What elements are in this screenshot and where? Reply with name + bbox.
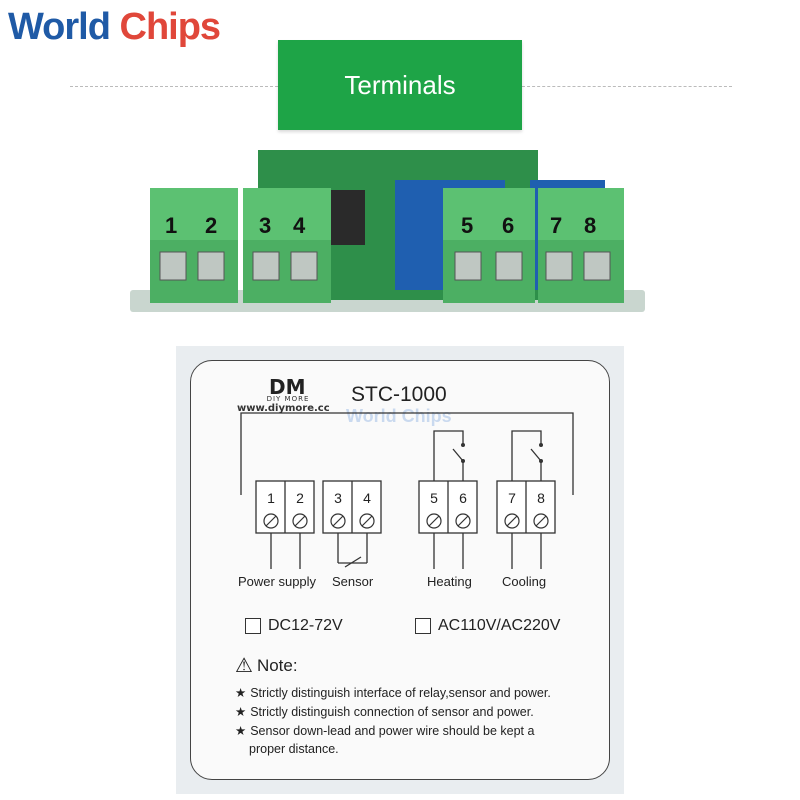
diymore-url: www.diymore.cc	[237, 403, 330, 414]
board-terminal-7: 7	[550, 213, 562, 238]
label-terminal-6: 6	[459, 490, 467, 506]
wiring-label-card: DM DIY MORE www.diymore.cc STC-1000 Worl…	[176, 346, 624, 794]
brand-word-world: World	[8, 6, 111, 48]
note-text-2: Strictly distinguish connection of senso…	[250, 705, 534, 719]
terminal-block-3-4	[243, 188, 331, 303]
label-terminal-4: 4	[363, 490, 371, 506]
model-name: STC-1000	[351, 383, 447, 406]
note-item-3: ★Sensor down-lead and power wire should …	[235, 723, 534, 740]
group-heating: Heating	[427, 574, 472, 589]
divider-left	[70, 86, 278, 87]
divider-right	[522, 86, 732, 87]
board-terminal-6: 6	[502, 213, 514, 238]
relay-heating-switch	[452, 448, 464, 462]
wiring-label: DM DIY MORE www.diymore.cc STC-1000 Worl…	[190, 360, 610, 780]
controller-outline	[240, 412, 574, 495]
voltage-ac-label: AC110V/AC220V	[438, 617, 561, 634]
group-cooling: Cooling	[502, 574, 547, 589]
star-icon: ★	[235, 724, 247, 738]
terminals-banner: Terminals	[278, 40, 522, 130]
terminal-block-1-2	[150, 188, 238, 303]
star-icon: ★	[235, 705, 247, 719]
board-terminal-5: 5	[461, 213, 473, 238]
relay-cooling-switch	[530, 448, 542, 462]
board-terminal-4: 4	[293, 213, 306, 238]
diymore-logo: DM	[269, 375, 306, 399]
relay-cooling-wire	[511, 430, 542, 481]
wiring-diagram: 1 2 3 4 5 6 7 8	[240, 412, 574, 569]
label-terminal-8: 8	[537, 490, 545, 506]
note-text-3: Sensor down-lead and power wire should b…	[250, 724, 535, 738]
board-terminal-2: 2	[205, 213, 217, 238]
voltage-ac: AC110V/AC220V	[415, 617, 560, 635]
note-heading: ⚠ Note:	[235, 653, 298, 678]
label-terminal-3: 3	[334, 490, 342, 506]
note-title: Note:	[256, 655, 298, 675]
chip-component	[325, 190, 365, 245]
label-terminal-5: 5	[430, 490, 438, 506]
voltage-dc-label: DC12-72V	[268, 617, 343, 634]
banner-title: Terminals	[344, 69, 456, 100]
ac-checkbox	[415, 618, 431, 634]
label-terminal-2: 2	[296, 490, 304, 506]
label-terminal-7: 7	[508, 490, 516, 506]
diymore-logo-sub: DIY MORE	[266, 395, 310, 403]
board-photo: 1 2 3 4 5 6 7 8	[130, 150, 645, 312]
group-sensor: Sensor	[332, 574, 374, 589]
board-terminal-3: 3	[259, 213, 271, 238]
group-power-supply: Power supply	[238, 574, 317, 589]
watermark: World Chips	[346, 406, 452, 426]
terminal-block-7-8	[538, 188, 624, 303]
terminal-block-5-6	[443, 188, 535, 303]
brand-logo: World Chips	[8, 6, 222, 49]
note-item-1: ★Strictly distinguish interface of relay…	[235, 685, 551, 702]
board-terminal-1: 1	[165, 213, 177, 238]
board-terminal-8: 8	[584, 213, 596, 238]
relay-heating-wire	[433, 430, 464, 481]
label-terminal-1: 1	[267, 490, 275, 506]
dc-checkbox	[245, 618, 261, 634]
note-text-1: Strictly distinguish interface of relay,…	[250, 686, 551, 700]
star-icon: ★	[235, 686, 247, 700]
note-item-3-continuation: proper distance.	[249, 742, 339, 756]
warning-triangle-icon: ⚠	[235, 655, 253, 677]
voltage-dc: DC12-72V	[245, 617, 343, 635]
note-item-2: ★Strictly distinguish connection of sens…	[235, 704, 534, 721]
brand-word-chips: Chips	[109, 6, 222, 48]
